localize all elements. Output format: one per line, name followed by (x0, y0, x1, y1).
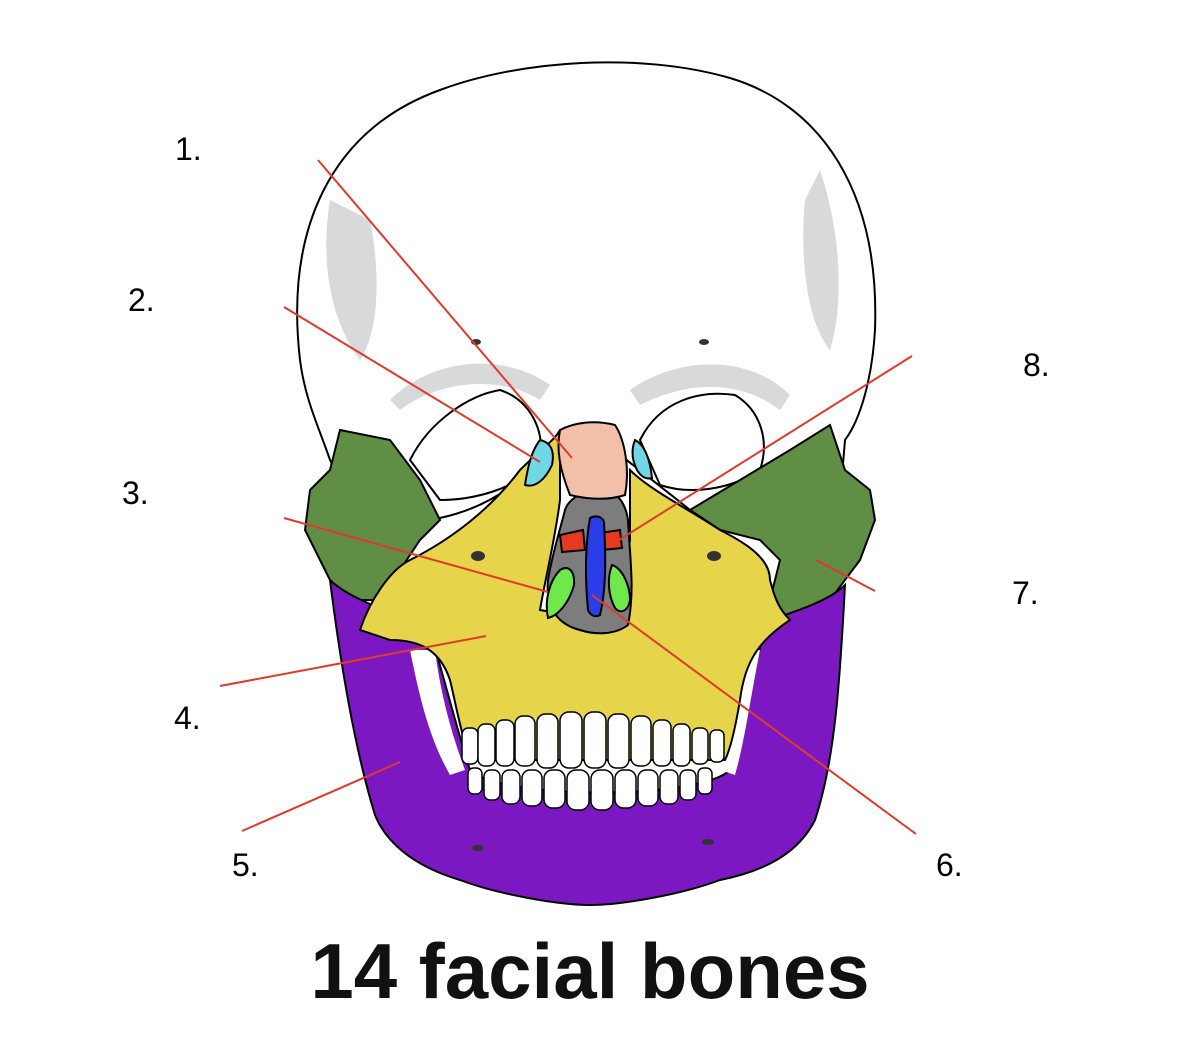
lacrimal-right (631, 438, 654, 480)
lower-tooth (483, 769, 501, 801)
upper-tooth (630, 715, 652, 767)
right-orbit (638, 392, 765, 491)
palatine-left (558, 528, 587, 554)
upper-tooth (607, 713, 630, 769)
label-5: 5. (232, 847, 259, 883)
lower-tooth (614, 769, 637, 809)
lower-tooth (566, 769, 590, 811)
inferior-concha-right (607, 563, 632, 613)
mental-foramen-right (702, 839, 714, 845)
lower-tooth (521, 769, 543, 807)
label-2: 2. (128, 282, 155, 318)
mental-foramen-left (472, 845, 484, 851)
leader-line-4 (219, 635, 487, 687)
upper-tooth (583, 711, 607, 769)
leader-line-2 (283, 306, 541, 463)
brow-shadow-right (630, 364, 790, 410)
lower-tooth (637, 769, 659, 807)
lower-tooth (679, 769, 697, 801)
leader-line-5 (241, 761, 401, 832)
maxilla (358, 429, 792, 761)
cranium-shadow-left (326, 200, 377, 360)
lower-tooth (590, 769, 614, 811)
lower-tooth (659, 769, 679, 805)
inferior-concha-left (545, 567, 576, 620)
diagram-title: 14 facial bones (310, 927, 870, 1015)
upper-tooth (709, 729, 725, 763)
leader-line-1 (317, 159, 573, 459)
mandible-gap-left (410, 650, 465, 775)
label-8: 8. (1023, 347, 1050, 383)
brow-shadow-left (390, 363, 550, 410)
lower-tooth (501, 769, 521, 805)
upper-tooth (652, 719, 672, 767)
upper-tooth (536, 713, 559, 769)
upper-tooth (477, 723, 496, 767)
upper-tooth (461, 727, 479, 765)
upper-tooth (691, 727, 709, 765)
leader-line-3 (283, 517, 549, 593)
foramen-left (471, 551, 485, 561)
lower-tooth (543, 769, 566, 809)
label-6: 6. (936, 847, 963, 883)
left-orbit (408, 388, 542, 502)
nasal-bone (557, 421, 628, 500)
vomer (584, 515, 607, 618)
cranium-shadow-right (803, 170, 839, 350)
lower-tooth (697, 767, 713, 795)
lacrimal-left (523, 438, 554, 487)
upper-tooth (559, 711, 583, 769)
label-3: 3. (122, 475, 149, 511)
foramen-right (707, 551, 721, 561)
label-1: 1. (175, 131, 202, 167)
upper-tooth (495, 719, 515, 767)
leader-line-7 (815, 559, 876, 592)
zygomatic-right (688, 423, 877, 622)
lower-tooth (467, 767, 483, 795)
leader-line-8 (618, 355, 913, 541)
teeth (461, 711, 725, 811)
label-4: 4. (174, 700, 201, 736)
leader-line-6 (591, 594, 917, 835)
label-7: 7. (1012, 575, 1039, 611)
supraorbital-foramen-right (699, 339, 709, 345)
upper-tooth (514, 715, 536, 767)
upper-tooth (672, 723, 691, 767)
